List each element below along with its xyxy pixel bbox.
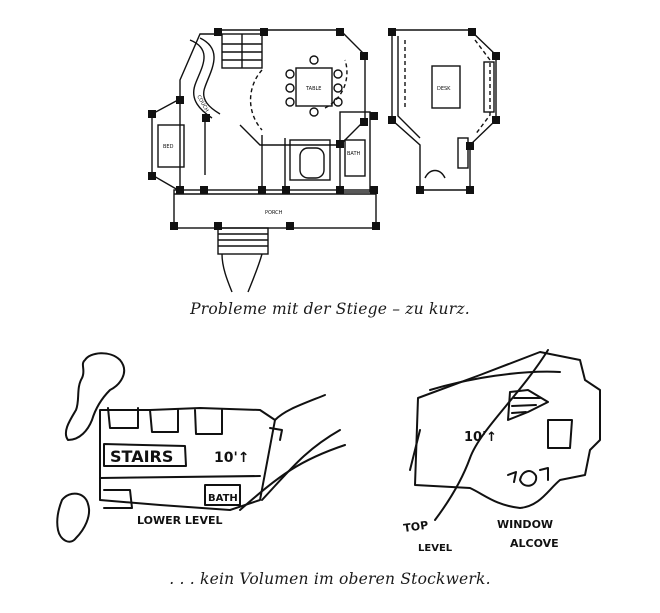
plan-label-table: TABLE <box>305 86 321 92</box>
floor-plan-left <box>151 29 377 293</box>
label-bath-left: BATH <box>208 493 238 504</box>
sketch-top-level <box>409 349 601 521</box>
caption-bottom: . . . kein Volumen im oberen Stockwerk. <box>169 570 491 588</box>
wall-posts <box>148 28 380 230</box>
wall-posts-right <box>388 28 500 194</box>
plan-label-bath: BATH <box>347 151 361 157</box>
plan-label-desk: DESK <box>437 86 451 92</box>
label-level: LEVEL <box>418 543 453 554</box>
caption-top: Probleme mit der Stiege – zu kurz. <box>190 300 470 318</box>
label-height-left: 10'↑ <box>214 450 250 466</box>
label-height-right: 10'↑ <box>464 430 497 445</box>
label-lower-level: LOWER LEVEL <box>137 514 222 527</box>
plan-label-porch: PORCH <box>265 210 283 216</box>
label-stairs: STAIRS <box>110 447 173 466</box>
label-window: WINDOW <box>497 518 553 531</box>
floor-plan-right <box>391 29 497 191</box>
plan-label-bed: BED <box>163 144 174 150</box>
sketch-lower-level <box>56 352 346 543</box>
label-top: TOP <box>403 519 429 535</box>
label-alcove: ALCOVE <box>510 537 559 550</box>
